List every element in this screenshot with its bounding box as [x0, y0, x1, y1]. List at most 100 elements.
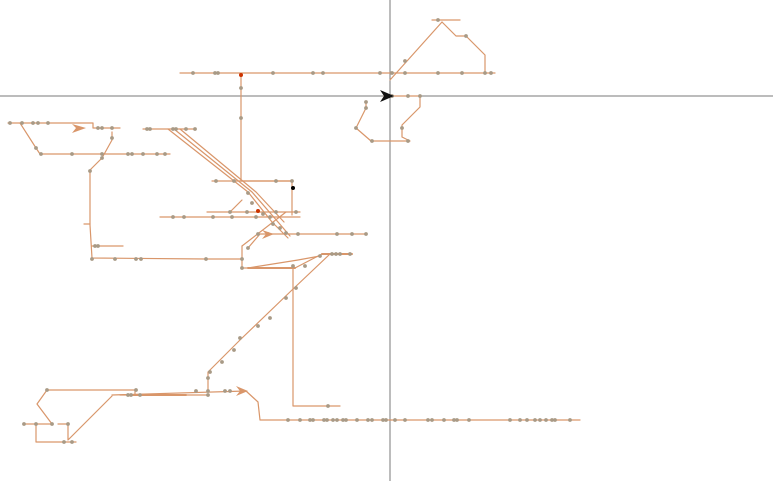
station-dot[interactable] — [354, 126, 358, 130]
station-dot[interactable] — [211, 215, 215, 219]
station-dot[interactable] — [206, 376, 210, 380]
station-dot[interactable] — [129, 393, 133, 397]
station-dot[interactable] — [370, 139, 374, 143]
station-dot[interactable] — [113, 257, 117, 261]
station-dot[interactable] — [254, 215, 258, 219]
station-dot[interactable] — [206, 389, 210, 393]
station-dot[interactable] — [350, 232, 354, 236]
station-dot[interactable] — [348, 252, 352, 256]
station-dot[interactable] — [378, 71, 382, 75]
station-dot[interactable] — [145, 127, 149, 131]
station-dot[interactable] — [508, 418, 512, 422]
station-dot[interactable] — [464, 34, 468, 38]
station-dot[interactable] — [366, 418, 370, 422]
station-dot[interactable] — [271, 222, 275, 226]
station-dot[interactable] — [246, 246, 250, 250]
station-dot[interactable] — [406, 94, 410, 98]
station-dot[interactable] — [525, 418, 529, 422]
station-dot[interactable] — [20, 121, 24, 125]
station-dot[interactable] — [213, 71, 217, 75]
station-dot[interactable] — [403, 418, 407, 422]
station-dot[interactable] — [62, 440, 66, 444]
station-dot[interactable] — [240, 257, 244, 261]
station-dot[interactable] — [126, 152, 130, 156]
station-dot[interactable] — [228, 389, 232, 393]
station-dot[interactable] — [240, 266, 244, 270]
station-dot[interactable] — [381, 418, 385, 422]
station-dot[interactable] — [355, 418, 359, 422]
station-dot[interactable] — [308, 418, 312, 422]
station-dot[interactable] — [284, 296, 288, 300]
station-dot[interactable] — [452, 418, 456, 422]
station-dot[interactable] — [134, 388, 138, 392]
station-dot[interactable] — [216, 71, 220, 75]
station-dot[interactable] — [284, 231, 288, 235]
station-dot[interactable] — [139, 257, 143, 261]
station-dot[interactable] — [214, 179, 218, 183]
station-dot[interactable] — [256, 232, 260, 236]
station-dot[interactable] — [206, 393, 210, 397]
station-dot[interactable] — [553, 418, 557, 422]
station-dot[interactable] — [274, 179, 278, 183]
station-dot[interactable] — [126, 393, 130, 397]
station-dot[interactable] — [232, 348, 236, 352]
station-dot[interactable] — [544, 418, 548, 422]
station-dot[interactable] — [290, 179, 294, 183]
station-dot[interactable] — [568, 418, 572, 422]
station-dot[interactable] — [100, 126, 104, 130]
station-dot[interactable] — [134, 257, 138, 261]
station-dot[interactable] — [335, 418, 339, 422]
station-dot[interactable] — [45, 388, 49, 392]
station-dot[interactable] — [455, 418, 459, 422]
station-dot[interactable] — [550, 418, 554, 422]
station-dot[interactable] — [70, 152, 74, 156]
station-dot[interactable] — [148, 127, 152, 131]
station-dot[interactable] — [426, 418, 430, 422]
station-dot[interactable] — [286, 418, 290, 422]
station-dot[interactable] — [193, 127, 197, 131]
station-dot[interactable] — [223, 389, 227, 393]
station-dot[interactable] — [239, 116, 243, 120]
station-dot[interactable] — [518, 418, 522, 422]
station-dot[interactable] — [130, 152, 134, 156]
station-dot[interactable] — [22, 422, 26, 426]
station-dot[interactable] — [291, 264, 295, 268]
station-dot[interactable] — [533, 418, 537, 422]
station-dot[interactable] — [296, 232, 300, 236]
station-dot[interactable] — [294, 210, 298, 214]
station-dot[interactable] — [341, 418, 345, 422]
station-dot[interactable] — [418, 94, 422, 98]
station-dot[interactable] — [256, 324, 260, 328]
station-dot[interactable] — [364, 100, 368, 104]
station-dot[interactable] — [245, 210, 249, 214]
station-dot[interactable] — [88, 169, 92, 173]
station-dot[interactable] — [278, 226, 282, 230]
station-dot[interactable] — [50, 422, 54, 426]
station-dot[interactable] — [538, 418, 542, 422]
station-dot[interactable] — [393, 418, 397, 422]
station-dot[interactable] — [334, 252, 338, 256]
station-dot[interactable] — [171, 215, 175, 219]
station-dot[interactable] — [110, 136, 114, 140]
station-dot[interactable] — [93, 244, 97, 248]
station-dot[interactable] — [321, 71, 325, 75]
station-dot[interactable] — [36, 121, 40, 125]
station-dot[interactable] — [400, 126, 404, 130]
station-dot[interactable] — [155, 152, 159, 156]
station-dot[interactable] — [430, 418, 434, 422]
station-dot[interactable] — [436, 18, 440, 22]
station-dot[interactable] — [403, 71, 407, 75]
station-dot[interactable] — [100, 152, 104, 156]
station-dot[interactable] — [294, 286, 298, 290]
station-dot[interactable] — [326, 404, 330, 408]
station-dot[interactable] — [331, 418, 335, 422]
station-dot[interactable] — [246, 191, 250, 195]
station-dot[interactable] — [311, 71, 315, 75]
station-dot[interactable] — [390, 71, 394, 75]
station-dot[interactable] — [322, 418, 326, 422]
station-dot[interactable] — [228, 210, 232, 214]
station-dot[interactable] — [66, 422, 70, 426]
station-dot[interactable] — [171, 127, 175, 131]
